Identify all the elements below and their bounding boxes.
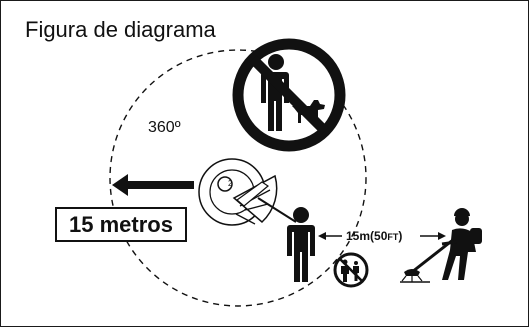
- distance-box: 15 metros: [55, 207, 187, 242]
- trimmer-operator-icon: [400, 208, 482, 283]
- distance-label: 15m(50FT): [346, 229, 402, 243]
- distance-box-label: 15 metros: [69, 212, 173, 237]
- trimmer-head-icon: 2: [198, 158, 297, 226]
- angle-label: 360º: [148, 119, 181, 136]
- safety-zone-circle: [109, 49, 367, 307]
- standing-person-icon: [287, 207, 315, 282]
- svg-text:2: 2: [228, 179, 233, 188]
- arrow-left-icon: [112, 174, 194, 196]
- no-bystanders-icon: [333, 252, 369, 288]
- no-people-no-pets-icon: [232, 38, 346, 152]
- diagram-title: Figura de diagrama: [25, 17, 216, 42]
- distance-arrow: 15m(50FT): [318, 229, 446, 243]
